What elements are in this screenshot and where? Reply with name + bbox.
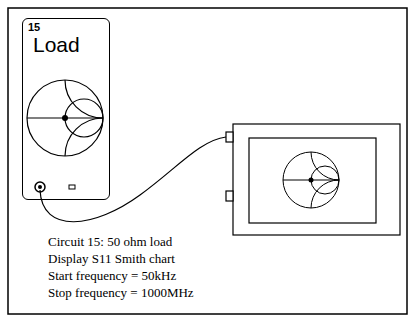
note-line: Stop frequency = 1000MHz xyxy=(48,284,194,301)
cable xyxy=(40,137,226,222)
smith-chart-symbol xyxy=(27,80,103,156)
load-card: 15Load xyxy=(22,18,110,200)
circuit-number: 15 xyxy=(28,21,40,33)
note-line: Circuit 15: 50 ohm load xyxy=(48,233,194,250)
analyzer-screen xyxy=(249,138,376,223)
outer-frame xyxy=(8,8,407,314)
card-title: Load xyxy=(33,33,80,57)
port-2 xyxy=(226,191,233,201)
screen-center-dot xyxy=(309,178,314,183)
notes: Circuit 15: 50 ohm loadDisplay S11 Smith… xyxy=(48,233,194,301)
analyzer-body xyxy=(233,124,400,235)
connector-pin xyxy=(38,185,42,189)
note-line: Display S11 Smith chart xyxy=(48,250,194,267)
screen-smith-chart xyxy=(283,152,339,208)
indicator-symbol xyxy=(69,185,75,189)
port-1 xyxy=(226,132,233,142)
center-dot xyxy=(62,115,68,121)
note-line: Start frequency = 50kHz xyxy=(48,267,194,284)
